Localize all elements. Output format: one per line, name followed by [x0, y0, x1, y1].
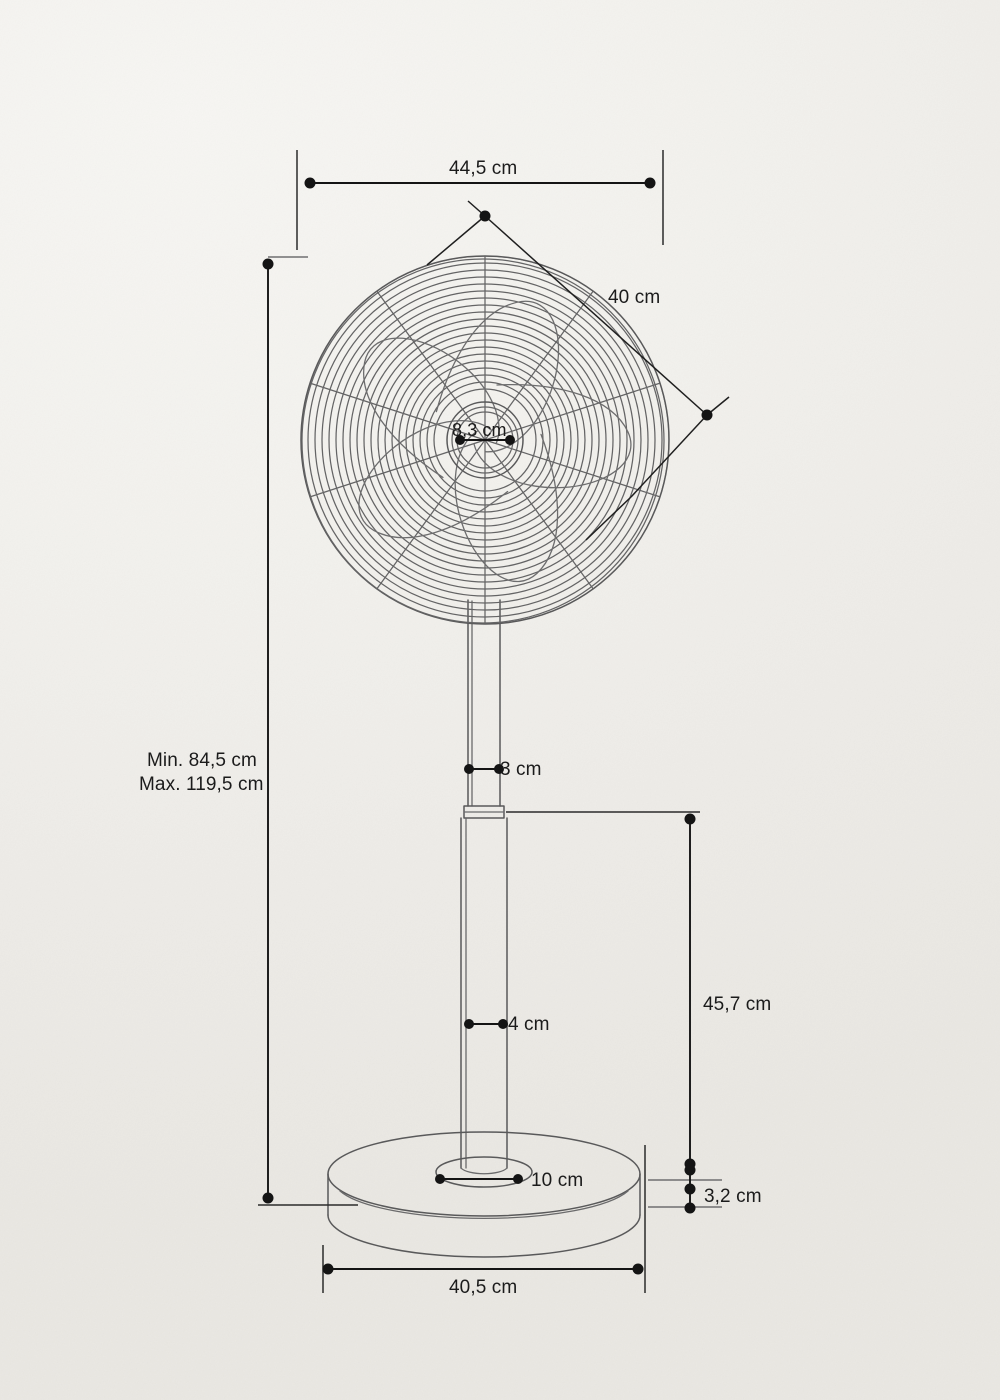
- label-lower-section-height: 45,7 cm: [703, 994, 772, 1015]
- label-base-collar-diameter: 10 cm: [531, 1170, 584, 1191]
- dimension-lower-section-height: [506, 811, 700, 1170]
- dimension-base-thickness: [644, 1145, 722, 1245]
- label-base-diameter: 40,5 cm: [449, 1277, 518, 1298]
- dimension-upper-pole-diameter: [464, 764, 504, 774]
- dimension-blade-diameter: [426, 200, 730, 541]
- label-height-range-min: Min. 84,5 cm: [147, 750, 257, 771]
- lower-pole-assembly: [460, 805, 508, 1169]
- label-blade-diameter: 40 cm: [608, 287, 661, 308]
- label-height-range-max: Max. 119,5 cm: [139, 774, 264, 795]
- base-disc: [327, 1131, 641, 1258]
- dimension-height-range: [258, 256, 358, 1206]
- fan-grille-spokes: [309, 256, 661, 624]
- fan-head-assembly: [300, 255, 670, 807]
- label-overall-width: 44,5 cm: [449, 158, 518, 179]
- label-upper-pole-diameter: 3 cm: [500, 759, 542, 780]
- upper-pole: [467, 599, 501, 807]
- dimension-overall-width: [296, 150, 664, 250]
- dimension-base-diameter: [322, 1245, 646, 1293]
- label-hub-diameter: 8,3 cm: [452, 420, 507, 440]
- label-lower-pole-diameter: 4 cm: [508, 1014, 550, 1035]
- dimension-base-collar-diameter: [435, 1174, 523, 1184]
- label-base-thickness: 3,2 cm: [704, 1186, 762, 1207]
- dimension-hub-diameter: [455, 435, 515, 445]
- fan-blades: [358, 300, 632, 583]
- dimension-lower-pole-diameter: [464, 1019, 508, 1029]
